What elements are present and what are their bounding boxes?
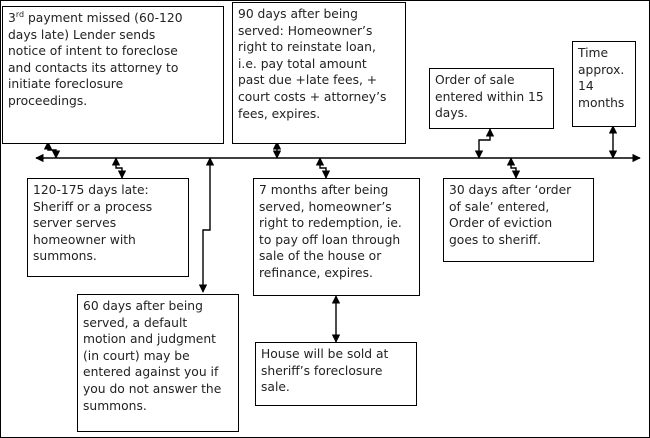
text-line: Sheriff or a process xyxy=(33,199,153,214)
ordinal-suffix: rd xyxy=(15,9,25,19)
connector-60-days xyxy=(198,157,215,293)
text-line: Time xyxy=(578,46,609,60)
text-line: of sale’ entered, xyxy=(449,199,550,214)
box-7-months-redemption: 7 months after being served, homeowner’s… xyxy=(253,178,420,296)
connector-third-payment xyxy=(43,141,61,159)
text-line: (in court) may be xyxy=(83,348,190,363)
text-line: entered against you if xyxy=(83,365,219,380)
text-line: 14 xyxy=(578,79,594,94)
text-line: summons. xyxy=(33,249,97,264)
text-line: and contacts its attorney to xyxy=(8,60,179,75)
text-line: entered within 15 xyxy=(435,89,544,104)
connector-120-175-days xyxy=(111,157,127,179)
box-third-payment-missed: 3rd payment missed (60-120 days late) Le… xyxy=(2,6,224,144)
box-30-days-eviction: 30 days after ‘order of sale’ entered, O… xyxy=(443,178,594,262)
text-line: Order of sale xyxy=(435,73,515,87)
box-120-175-days-late: 120-175 days late: Sheriff or a process … xyxy=(27,178,189,277)
text-line: payment missed (60-120 xyxy=(27,11,183,25)
text-line: served, homeowner’s xyxy=(259,199,392,214)
text-line: summons. xyxy=(83,398,147,413)
text-line: 30 days after ‘order xyxy=(449,183,572,197)
text-line: server serves xyxy=(33,216,117,231)
text-line: months xyxy=(578,95,625,110)
text-line: served, a default xyxy=(83,315,188,330)
text-line: right to reinstate loan, xyxy=(238,40,376,55)
text-line: right to redemption, ie. xyxy=(259,216,402,231)
ordinal-number: 3 xyxy=(8,11,16,25)
box-house-sold: House will be sold at sheriff’s foreclos… xyxy=(255,342,417,406)
text-line: goes to sheriff. xyxy=(449,232,542,247)
text-line: notice of intent to foreclose xyxy=(8,44,178,59)
text-line: Order of eviction xyxy=(449,216,553,231)
text-line: to pay off loan through xyxy=(259,232,401,247)
text-line: 7 months after being xyxy=(259,183,389,197)
text-line: court costs + attorney’s xyxy=(238,89,387,104)
connector-7-months xyxy=(315,157,331,179)
text-line: approx. xyxy=(578,62,625,77)
text-line: House will be sold at xyxy=(261,347,389,361)
text-line: 60 days after being xyxy=(83,299,203,313)
text-line: 120-175 days late: xyxy=(33,183,149,197)
box-90-days-reinstate: 90 days after being served: Homeowner’s … xyxy=(232,2,406,144)
text-line: served: Homeowner’s xyxy=(238,23,373,38)
text-line: motion and judgment xyxy=(83,332,216,347)
text-line: fees, expires. xyxy=(238,106,321,121)
box-60-days-default: 60 days after being served, a default mo… xyxy=(77,294,239,432)
text-line: sale of the house or xyxy=(259,249,382,264)
text-line: you do not answer the xyxy=(83,381,222,396)
text-line: days. xyxy=(435,106,468,121)
text-line: days late) Lender sends xyxy=(8,27,156,42)
text-line: i.e. pay total amount xyxy=(238,56,367,71)
text-line: homeowner with xyxy=(33,232,136,247)
text-line: past due +late fees, + xyxy=(238,73,378,88)
text-line: initiate foreclosure xyxy=(8,77,124,92)
text-line: sale. xyxy=(261,380,290,395)
text-line: proceedings. xyxy=(8,93,88,108)
box-order-of-sale: Order of sale entered within 15 days. xyxy=(429,68,554,129)
text-line: sheriff’s foreclosure xyxy=(261,363,383,378)
box-time-approx: Time approx. 14 months xyxy=(572,41,636,127)
connector-30-days xyxy=(506,157,521,179)
box-line: 3rd payment missed (60-120 xyxy=(8,10,218,27)
text-line: 90 days after being xyxy=(238,7,358,21)
connector-order-of-sale xyxy=(474,128,495,159)
text-line: refinance, expires. xyxy=(259,265,373,280)
